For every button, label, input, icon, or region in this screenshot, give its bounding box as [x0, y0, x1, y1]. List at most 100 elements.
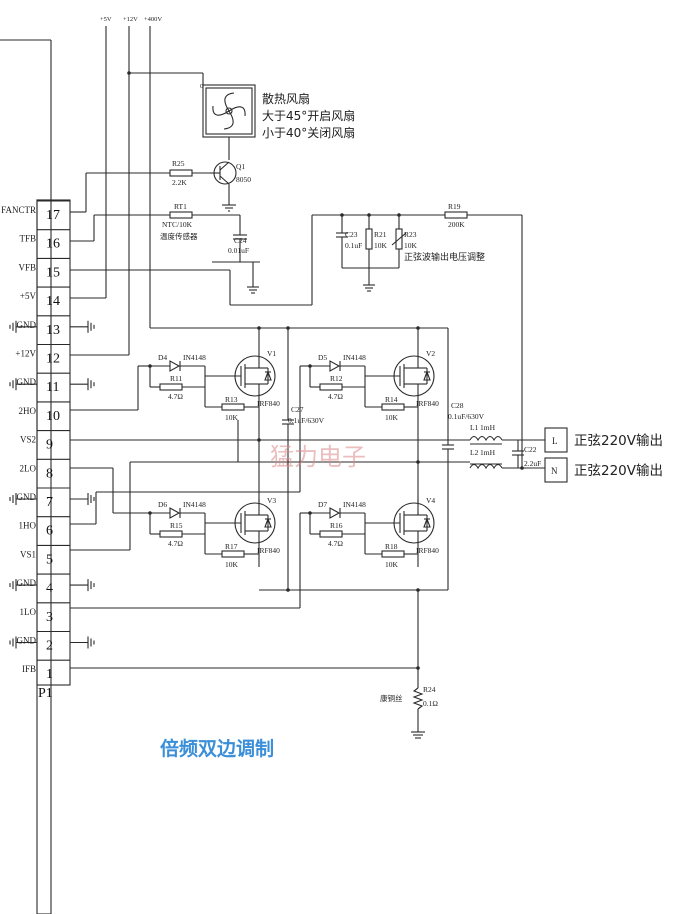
c27-ref: C27	[291, 405, 304, 414]
pin-number: 6	[46, 524, 53, 539]
resistor-value: 4.7Ω	[328, 539, 343, 548]
r24-note: 康铜丝	[380, 693, 403, 703]
c24-ref: C24	[234, 236, 247, 245]
c22-value: 2.2uF	[524, 459, 541, 468]
resistor-r16	[319, 530, 343, 538]
mosfet-v1	[205, 352, 276, 420]
resistor-value: 4.7Ω	[168, 539, 183, 548]
resistor-ref: R13	[225, 395, 238, 404]
rail-5v-label: +5V	[100, 16, 112, 23]
pin-label: VS2	[20, 435, 36, 445]
pin-label: +12V	[15, 349, 36, 359]
pin-number: 3	[46, 610, 53, 625]
fan-note-1: 散热风扇	[262, 91, 310, 106]
diode-value: IN4148	[343, 353, 366, 362]
pin-number: 8	[46, 466, 53, 481]
ground-icon	[9, 320, 95, 333]
q1-ref: Q1	[236, 162, 245, 171]
resistor-value: 4.7Ω	[168, 392, 183, 401]
current-sense: R24 0.1Ω 康铜丝	[70, 666, 438, 739]
svg-text:0: 0	[200, 83, 203, 90]
connector-name: P1	[38, 686, 53, 701]
ground-icon	[9, 636, 95, 649]
resistor-r14	[381, 403, 405, 411]
connector-pins: 17FANCTR16TFB15VFB14+5V13GND12+12V11GND1…	[1, 200, 95, 682]
r21-value: 10K	[374, 241, 388, 250]
c24-value: 0.01uF	[228, 246, 249, 255]
mosfet-value: IRF840	[257, 546, 280, 555]
r21-ref: R21	[374, 230, 387, 239]
q1-value: 8050	[236, 175, 251, 184]
terminal-l: L	[552, 436, 558, 446]
resistor-r15	[159, 530, 183, 538]
pin-number: 10	[46, 409, 60, 424]
r23-value: 10K	[404, 241, 418, 250]
resistor-ref: R11	[170, 374, 182, 383]
ground-icon	[9, 493, 95, 505]
pin-number: 4	[46, 581, 53, 596]
r19-value: 200K	[448, 220, 465, 229]
diode-ref: D6	[158, 500, 167, 509]
h-bridge-rail: C27 0.1uF/630V C28 0.1uF/630V	[150, 326, 485, 668]
c22-ref: C22	[524, 445, 537, 454]
c28-ref: C28	[451, 401, 464, 410]
r25-value: 2.2K	[172, 178, 187, 187]
pin-label: IFB	[22, 664, 36, 674]
caption: 倍频双边调制	[160, 737, 274, 760]
pin-label: FANCTR	[1, 205, 36, 215]
pin-number: 1	[46, 667, 53, 682]
pin-number: 5	[46, 552, 53, 567]
resistor-r18	[381, 550, 405, 558]
r25-ref: R25	[172, 159, 185, 168]
l1-value: 1mH	[480, 423, 496, 432]
diode-value: IN4148	[183, 500, 206, 509]
pin-label: 2HO	[19, 406, 37, 416]
resistor-ref: R18	[385, 542, 398, 551]
pin-number: 12	[46, 352, 60, 367]
mosfet-ref: V1	[267, 349, 276, 358]
watermark: 猛力电子	[270, 443, 366, 471]
pin-number: 13	[46, 323, 60, 338]
feedback-note: 正弦波输出电压调整	[404, 251, 485, 262]
r23-ref: R23	[404, 230, 417, 239]
diode-ref: D7	[318, 500, 327, 509]
r24-ref: R24	[423, 685, 436, 694]
resistor-value: 10K	[385, 413, 399, 422]
resistor-ref: R16	[330, 521, 343, 530]
output-n-label: 正弦220V输出	[574, 463, 663, 479]
pin-label: GND	[17, 377, 37, 387]
pin-number: 11	[46, 380, 59, 395]
mosfet-ref: V2	[426, 349, 435, 358]
pin-number: 15	[46, 265, 60, 280]
rt1-note: 温度传感器	[160, 231, 198, 241]
connector-pin-12: 12 +12V	[15, 343, 70, 367]
pin-label: TFB	[19, 234, 36, 244]
resistor-ref: R12	[330, 374, 343, 383]
supply-rails: +5V +12V +400V	[70, 16, 203, 356]
r19-ref: R19	[448, 202, 461, 211]
c28-value: 0.1uF/630V	[448, 412, 485, 421]
c27-value: 0.1uF/630V	[288, 416, 325, 425]
diode-ref: D5	[318, 353, 327, 362]
c23-value: 0.1uF	[345, 241, 362, 250]
l1-ref: L1	[470, 423, 479, 432]
transistor-q1: Q1 8050	[210, 161, 251, 212]
connector-p1: P1	[0, 39, 71, 914]
pin-label: VS1	[20, 549, 36, 559]
low-side-drive-links	[70, 365, 310, 609]
thermistor-rt1: RT1 NTC/10K 温度传感器 C24 0.01uF	[70, 202, 260, 294]
mosfet-v4	[365, 499, 435, 567]
diode-value: IN4148	[343, 500, 366, 509]
resistor-value: 10K	[225, 560, 239, 569]
mosfet-v2	[365, 352, 435, 420]
pin-label: GND	[17, 492, 37, 502]
pin-label: 1HO	[19, 521, 37, 531]
